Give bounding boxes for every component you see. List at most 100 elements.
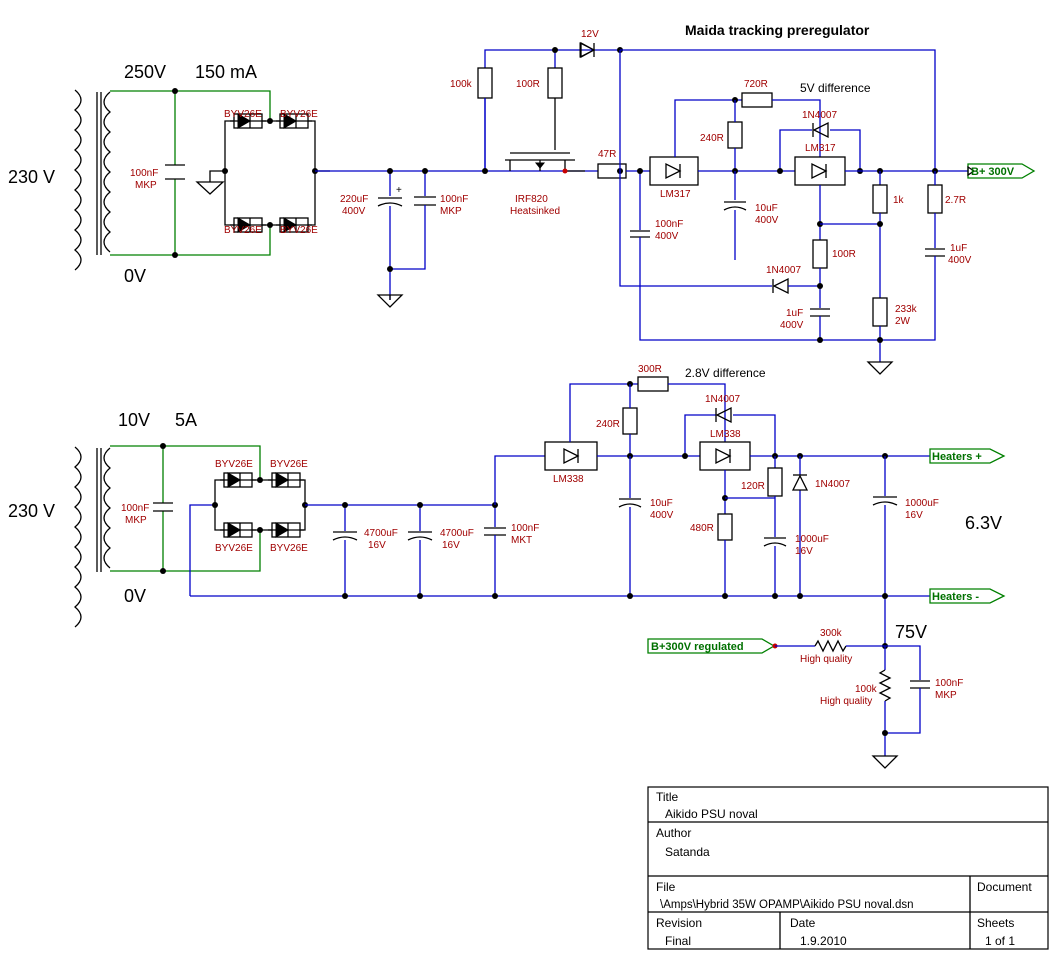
label-100k-top: 100k (450, 79, 473, 90)
tb-date-label: Date (790, 916, 816, 930)
resistor-300k (814, 639, 847, 653)
label-233k-2w: 2W (895, 316, 911, 327)
resistor-240r-b (622, 407, 638, 435)
tag-bplus-300v (967, 163, 1036, 179)
label-lm338-a: LM338 (553, 474, 584, 485)
label-byv26e-3: BYV26E (224, 225, 262, 236)
ground-symbol-2 (866, 361, 894, 375)
label-lm317-b: LM317 (805, 143, 836, 154)
label-1uf-b-400v: 400V (780, 320, 804, 331)
resistor-100k-top (477, 67, 493, 99)
label-300k: 300k (820, 628, 843, 639)
tb-document-label: Document (977, 880, 1032, 894)
diode-12v (579, 41, 596, 59)
label-47r: 47R (598, 149, 616, 160)
label-byv26e-7: BYV26E (215, 543, 253, 554)
label-250v: 250V (124, 62, 166, 82)
label-220uf-400v: 400V (342, 206, 366, 217)
label-1000uf-b: 1000uF (795, 534, 829, 545)
secondary-wiring-1 (110, 90, 271, 256)
tb-revision-label: Revision (656, 916, 702, 930)
label-100nf-mkp-2a: 100nF (440, 194, 468, 205)
label-10uf-b: 10uF (650, 498, 673, 509)
label-1uf-b: 1uF (786, 308, 803, 319)
lm317-b (794, 156, 846, 186)
label-1n4007-a: 1N4007 (802, 110, 837, 121)
resistor-120r (767, 467, 783, 497)
resistor-1k (872, 184, 888, 214)
tag-bplus-300v-text: B+ 300V (971, 166, 1015, 178)
resistor-100k-hq (878, 669, 892, 702)
resistor-100r-b (812, 239, 828, 269)
label-byv26e-8: BYV26E (270, 543, 308, 554)
label-0v-b: 0V (124, 586, 146, 606)
label-100nf-mkp-1a: 100nF (130, 168, 158, 179)
label-220uf: 220uF (340, 194, 368, 205)
label-240r-b: 240R (596, 419, 620, 430)
tb-title-value: Aikido PSU noval (665, 807, 758, 821)
label-75v: 75V (895, 622, 927, 642)
label-lm338-b: LM338 (710, 429, 741, 440)
tb-file-value: \Amps\Hybrid 35W OPAMP\Aikido PSU noval.… (660, 899, 914, 911)
ground-symbol-3 (871, 755, 899, 769)
tb-file-label: File (656, 880, 676, 894)
label-1n4007-d: 1N4007 (815, 479, 850, 490)
resistor-2-7r (927, 184, 943, 214)
label-100nf-mkp-4b: MKP (935, 690, 957, 701)
tb-sheets-value: 1 of 1 (985, 934, 1015, 948)
label-byv26e-4: BYV26E (280, 225, 318, 236)
label-1uf-a: 1uF (950, 243, 967, 254)
label-100r-b: 100R (832, 249, 856, 260)
tb-title-label: Title (656, 790, 679, 804)
label-1n4007-c: 1N4007 (705, 394, 740, 405)
label-100nf-mkp-3b: MKP (125, 515, 147, 526)
label-lm317-a: LM317 (660, 189, 691, 200)
label-150ma: 150 mA (195, 62, 257, 82)
label-100nf-mkp-3a: 100nF (121, 503, 149, 514)
label-300k-hq: High quality (800, 654, 852, 665)
label-233k: 233k (895, 304, 918, 315)
label-byv26e-2: BYV26E (280, 109, 318, 120)
tb-author-label: Author (656, 826, 691, 840)
schematic-title: Maida tracking preregulator (685, 22, 870, 38)
label-6-3v: 6.3V (965, 513, 1002, 533)
svg-text:+: + (396, 185, 402, 196)
tag-bplus-regulated-text: B+300V regulated (651, 641, 744, 653)
mosfet-irf820 (505, 152, 585, 172)
resistor-100r-top (547, 67, 563, 99)
label-heatsinked: Heatsinked (510, 206, 560, 217)
label-byv26e-5: BYV26E (215, 459, 253, 470)
label-100k-hq-b: High quality (820, 696, 872, 707)
label-5v-difference: 5V difference (800, 81, 871, 95)
label-720r: 720R (744, 79, 768, 90)
label-1000uf-a: 1000uF (905, 498, 939, 509)
label-1000uf-b-16v: 16V (795, 546, 813, 557)
tag-heaters-plus (929, 448, 1006, 464)
label-4700uf-b-16v: 16V (442, 540, 460, 551)
label-230v-b: 230 V (8, 501, 55, 521)
label-4700uf-a: 4700uF (364, 528, 398, 539)
transformer-2 (73, 446, 112, 628)
label-10uf-a: 10uF (755, 203, 778, 214)
bridge-rectifier-2 (189, 472, 306, 596)
tag-heaters-minus (929, 588, 1006, 604)
label-4700uf-a-16v: 16V (368, 540, 386, 551)
cap-100nf-mkp-1 (165, 164, 185, 180)
label-100nf-400v-a: 100nF (655, 219, 683, 230)
label-120r: 120R (741, 481, 765, 492)
resistor-720r (741, 92, 773, 108)
label-300r: 300R (638, 364, 662, 375)
tb-revision-value: Final (665, 934, 691, 948)
label-100nf-mkt: 100nF (511, 523, 539, 534)
tag-bplus-regulated (647, 638, 776, 654)
tb-author-value: Satanda (665, 845, 710, 859)
label-1k: 1k (893, 195, 905, 206)
label-2-7r: 2.7R (945, 195, 966, 206)
resistor-233k (872, 297, 888, 327)
label-irf820: IRF820 (515, 194, 548, 205)
resistor-300r (637, 376, 669, 392)
lm338-a (544, 441, 598, 471)
title-block: Title Aikido PSU noval Author Satanda Fi… (647, 786, 1049, 950)
resistor-240r-a (727, 121, 743, 149)
